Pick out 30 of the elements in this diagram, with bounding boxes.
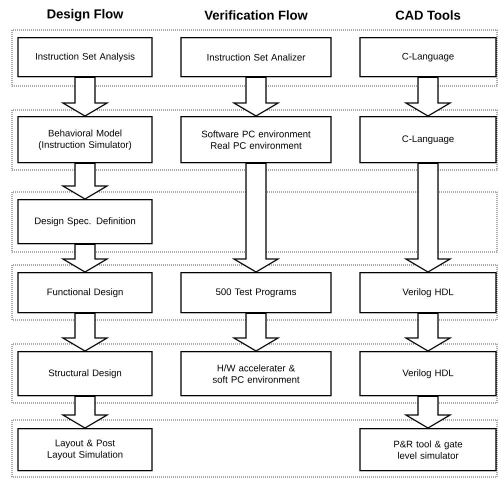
process-box: C-Language (359, 116, 497, 164)
process-box: Instruction Set Analizer (180, 37, 332, 78)
block-arrow (232, 162, 280, 273)
process-box: Verilog HDL (359, 272, 497, 314)
block-arrow (60, 76, 110, 117)
block-arrow (60, 244, 110, 273)
block-arrow (404, 76, 452, 117)
process-box: 500 Test Programs (180, 272, 332, 314)
block-arrow (404, 162, 452, 273)
process-box: Instruction Set Analysis (17, 37, 153, 78)
process-box: Verilog HDL (359, 351, 497, 396)
process-box: C-Language (359, 37, 497, 78)
block-arrow (232, 312, 280, 352)
process-box: Structural Design (17, 351, 153, 396)
block-arrow (60, 162, 110, 200)
process-box: Functional Design (17, 272, 153, 314)
block-arrow (232, 76, 280, 117)
block-arrow (60, 396, 110, 429)
process-box: H/W accelerater & soft PC environment (180, 351, 332, 396)
column-heading: Design Flow (48, 8, 124, 22)
process-box: Software PC environment Real PC environment (180, 116, 332, 164)
block-arrow (404, 312, 452, 352)
process-box: Design Spec. Definition (17, 199, 153, 244)
process-box: Layout & Post Layout Simulation (17, 428, 153, 472)
column-heading: Verification Flow (204, 10, 308, 20)
block-arrow (60, 312, 110, 352)
column-heading: CAD Tools (396, 10, 460, 20)
process-box: P&R tool & gate level simulator (359, 428, 497, 472)
block-arrow (404, 396, 452, 429)
process-box: Behavioral Model (Instruction Simulator) (17, 116, 153, 164)
